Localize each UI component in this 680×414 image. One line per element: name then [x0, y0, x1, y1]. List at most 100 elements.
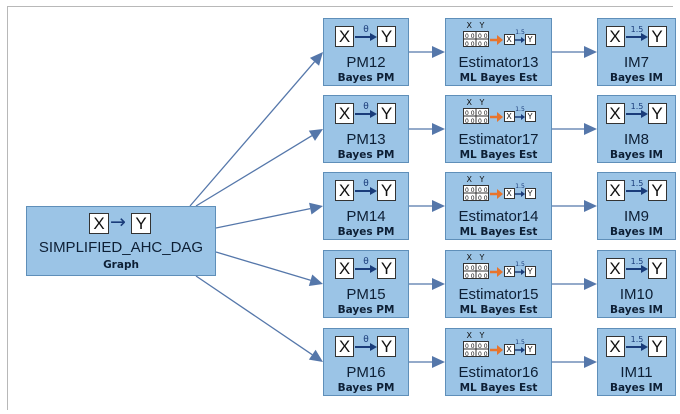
node-type: Bayes PM	[337, 304, 395, 316]
x-variable-icon: X	[503, 344, 515, 355]
y-variable-icon: Y	[131, 213, 151, 234]
arrow-icon: θ	[355, 179, 377, 195]
node-name: IM8	[623, 131, 649, 148]
theta-mark: θ	[363, 335, 369, 345]
table-header-y: Y	[479, 21, 485, 30]
x-variable-icon: X	[335, 180, 354, 201]
x-variable-icon: X	[335, 258, 354, 279]
y-variable-icon: Y	[524, 188, 536, 199]
node-type: ML Bayes Est	[459, 72, 538, 84]
arrow-icon: θ	[355, 25, 377, 41]
theta-mark: θ	[363, 179, 369, 189]
value-mark: 1.5	[630, 335, 643, 344]
arrow-icon: 1.5	[625, 179, 648, 195]
y-variable-icon: Y	[524, 111, 536, 122]
x-variable-icon: X	[503, 111, 515, 122]
x-variable-icon: X	[503, 188, 515, 199]
y-variable-icon: Y	[524, 344, 536, 355]
estimate-arrow-icon	[489, 267, 503, 277]
svg-text:1.5: 1.5	[515, 183, 525, 190]
x-variable-icon: X	[89, 213, 109, 234]
value-mark: 1.5	[630, 257, 643, 266]
arrow-icon: 1.5	[625, 102, 648, 118]
svg-text:0 0: 0 0	[465, 351, 475, 357]
x-variable-icon: X	[605, 336, 625, 357]
edge-graph-to-pm	[195, 129, 323, 207]
arrow-icon: 1.5	[625, 25, 648, 41]
table-header-x: X	[466, 21, 472, 30]
node-name: SIMPLIFIED_AHC_DAG	[38, 239, 204, 256]
node-name: Estimator16	[458, 364, 539, 381]
estimate-arrow-icon	[489, 189, 503, 199]
svg-text:0 0: 0 0	[478, 195, 488, 201]
workbench-frame	[7, 6, 673, 410]
edge-graph-to-pm	[195, 275, 323, 362]
x-variable-icon: X	[605, 103, 625, 124]
svg-text:0 0: 0 0	[478, 351, 488, 357]
node-name: PM16	[346, 364, 386, 381]
arrow-icon: 1.5	[514, 261, 525, 275]
node-type: Bayes IM	[610, 226, 663, 238]
table-header-x: X	[466, 253, 472, 262]
node-name: Estimator15	[458, 286, 539, 303]
node-name: IM7	[623, 54, 649, 71]
table-header-y: Y	[479, 331, 485, 340]
svg-text:1.5: 1.5	[515, 339, 525, 346]
estimate-arrow-icon	[489, 345, 503, 355]
arrow-icon: 1.5	[514, 339, 525, 353]
svg-text:0 0: 0 0	[465, 343, 475, 350]
edge-pm-to-estimator	[409, 123, 445, 135]
node-name: PM13	[346, 131, 386, 148]
table-header-y: Y	[479, 253, 485, 262]
x-variable-icon: X	[335, 336, 354, 357]
value-mark: 1.5	[630, 179, 643, 188]
edge-pm-to-estimator	[409, 356, 445, 368]
node-type: ML Bayes Est	[459, 382, 538, 394]
theta-mark: θ	[363, 257, 369, 267]
node-name: IM9	[623, 208, 649, 225]
node-name: PM12	[346, 54, 386, 71]
table-header-x: X	[466, 331, 472, 340]
edge-estimator-to-im	[552, 46, 597, 58]
y-variable-icon: Y	[377, 180, 396, 201]
edge-pm-to-estimator	[409, 46, 445, 58]
y-variable-icon: Y	[524, 266, 536, 277]
edge-pm-to-estimator	[409, 278, 445, 290]
arrow-icon: 1.5	[625, 335, 648, 351]
y-variable-icon: Y	[524, 34, 536, 45]
svg-text:0 0: 0 0	[465, 265, 475, 272]
edge-estimator-to-im	[552, 278, 597, 290]
svg-text:0 0: 0 0	[465, 41, 475, 47]
node-type: Bayes PM	[337, 226, 395, 238]
node-type: Bayes IM	[610, 382, 663, 394]
